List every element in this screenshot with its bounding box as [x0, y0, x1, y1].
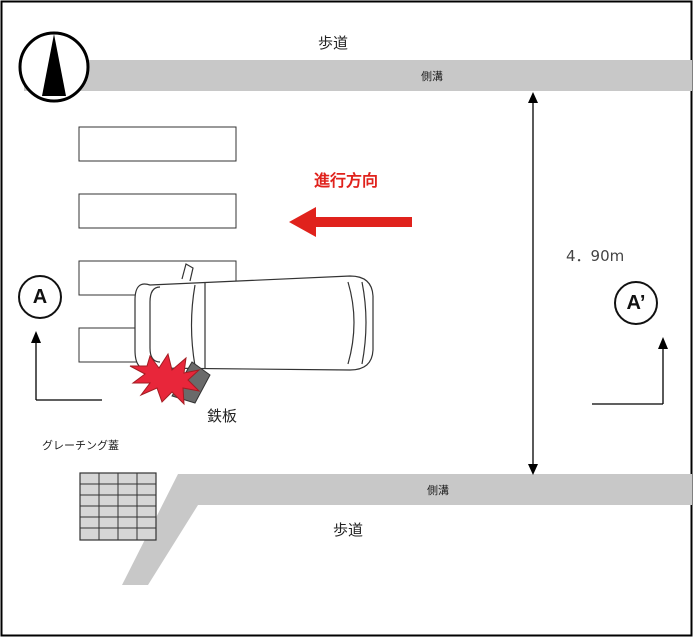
ditch-bottom-band [122, 474, 692, 585]
grating-label: グレーチング蓋 [42, 439, 119, 452]
section-a-label: A [32, 285, 48, 308]
section-a-prime-label: A’ [626, 291, 646, 314]
width-dimension-line [528, 92, 538, 475]
parking-stall [78, 193, 237, 229]
width-label: 4．90m [566, 247, 625, 265]
ditch-bottom-label: 側溝 [427, 484, 449, 497]
iron-plate-label: 鉄板 [207, 407, 238, 425]
section-marker-a-prime-arrow [592, 337, 668, 405]
sidewalk-bottom-label: 歩道 [333, 521, 364, 539]
grating-cover [79, 472, 157, 541]
direction-arrow [289, 207, 412, 237]
section-a-marker: A [18, 275, 62, 319]
parking-stall [78, 126, 237, 162]
section-a-prime-marker: A’ [614, 281, 658, 325]
ditch-top-band [24, 60, 692, 91]
collision-burst-icon [129, 352, 201, 406]
ditch-top-label: 側溝 [421, 70, 443, 83]
direction-label: 進行方向 [314, 171, 379, 190]
sidewalk-top-label: 歩道 [318, 34, 349, 52]
north-arrow-icon [18, 31, 90, 103]
section-marker-a-arrow [31, 331, 102, 401]
